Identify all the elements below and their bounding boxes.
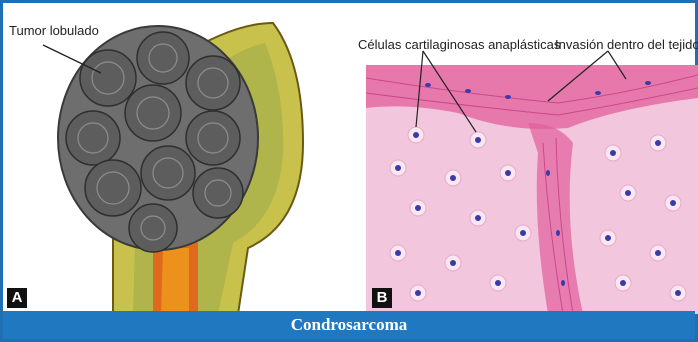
bone-tumor-drawing bbox=[3, 3, 343, 314]
label-celulas-cartilaginosas: Células cartilaginosas anaplásticas bbox=[358, 37, 560, 52]
panel-a-bone-illustration: Tumor lobulado A bbox=[3, 3, 343, 314]
panel-b-histology: Células cartilaginosas anaplásticas Inva… bbox=[358, 3, 698, 314]
figure-caption: Condrosarcoma bbox=[3, 311, 695, 339]
panel-tag-a: A bbox=[7, 288, 27, 308]
label-invasion-tejido: Invasión dentro del tejido bbox=[555, 37, 698, 52]
panel-tag-b: B bbox=[372, 288, 392, 308]
label-tumor-lobulado: Tumor lobulado bbox=[9, 23, 99, 38]
marrow-highlight bbox=[161, 248, 189, 314]
